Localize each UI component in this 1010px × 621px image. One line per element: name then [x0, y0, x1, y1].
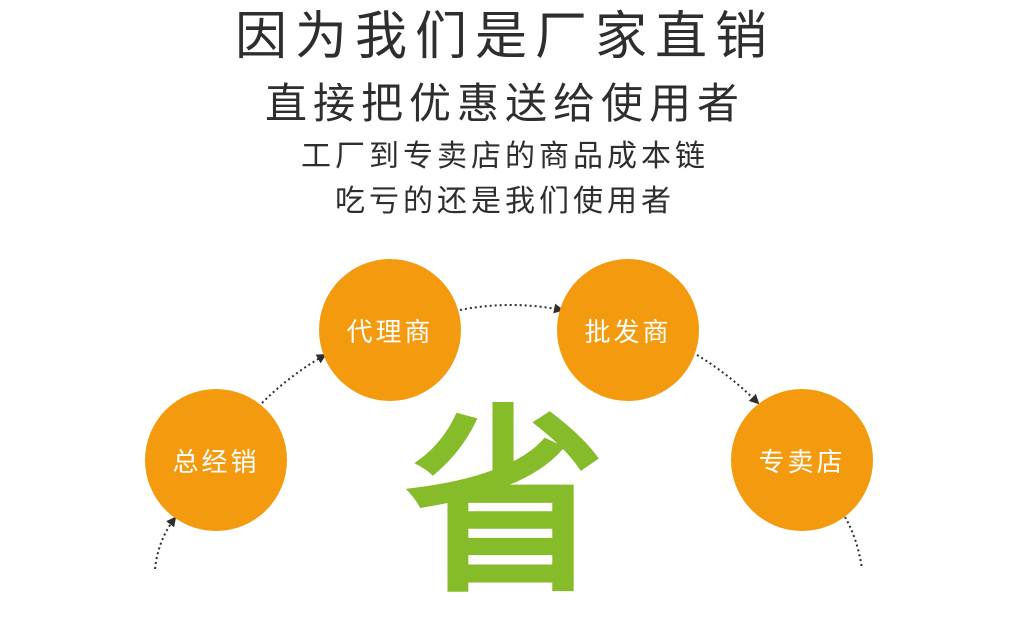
arrow-store-onward [844, 516, 863, 569]
save-character: 省 [405, 388, 606, 621]
arrow-distributor-to-agent [261, 354, 327, 404]
headline-line-4: 吃亏的还是我们使用者 [335, 184, 675, 219]
arrow-wholesaler-to-store [696, 354, 760, 405]
arrow-agent-to-wholesaler [459, 303, 564, 314]
headline-line-3: 工厂到专卖店的商品成本链 [301, 139, 709, 174]
arrow-start-to-distributor [154, 516, 177, 569]
headline-line-2: 直接把优惠送给使用者 [264, 79, 745, 128]
chain-arrows [154, 303, 863, 569]
node-wholesaler: 批发商 [557, 259, 699, 401]
headline-line-1: 因为我们是厂家直销 [234, 7, 775, 67]
node-agent: 代理商 [319, 259, 461, 401]
node-general-distributor: 总经销 [145, 389, 287, 531]
node-store: 专卖店 [731, 389, 873, 531]
